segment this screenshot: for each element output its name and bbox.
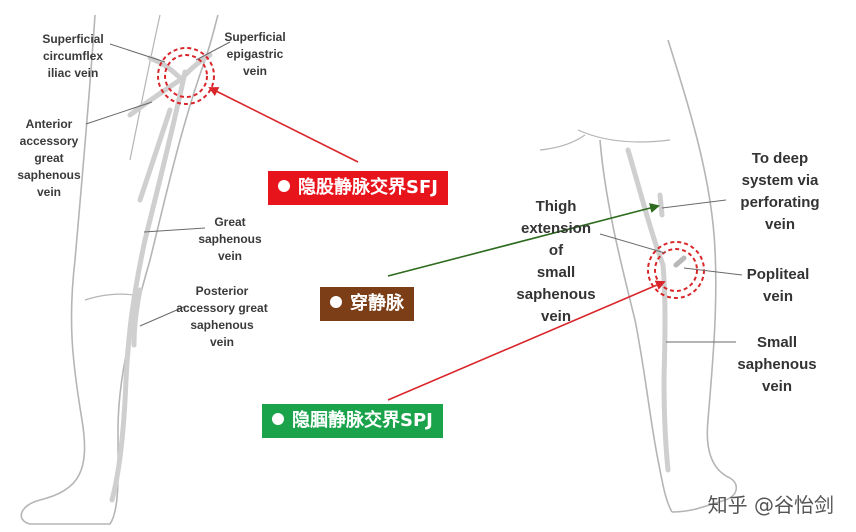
label-posterior-accessory-great-saphenous-vein: Posterior accessory great saphenous vein (176, 284, 268, 349)
label-thigh-extension-small-saphenous-vein: Thigh extension of small saphenous vein (516, 198, 596, 325)
label-small-saphenous-vein: Small saphenous vein (737, 334, 817, 395)
perforator-arrow (387, 203, 660, 277)
spj-arrow (387, 280, 666, 401)
sfj-circle (157, 47, 215, 105)
tag-spj-text: 隐腘静脉交界SPJ (292, 410, 433, 431)
label-to-deep-system-via-perforating-vein: To deep system via perforating vein (740, 150, 820, 233)
label-great-saphenous-vein: Great saphenous vein (198, 215, 262, 263)
tag-perforator: 穿静脉 (320, 287, 414, 321)
leader-lines (85, 41, 743, 343)
right-leg-posterior (539, 39, 738, 513)
left-leg-veins (109, 52, 213, 503)
tag-bullet-icon (278, 180, 290, 192)
label-superficial-circumflex-iliac-vein: Superficial circumflex iliac vein (42, 32, 104, 80)
right-leg-veins (625, 147, 687, 473)
tag-bullet-icon (272, 413, 284, 425)
tag-perforator-text: 穿静脉 (350, 293, 404, 314)
label-popliteal-vein: Popliteal vein (746, 266, 810, 305)
tag-sfj: 隐股静脉交界SFJ (268, 171, 448, 205)
watermark: 知乎 @谷怡剑 (707, 493, 834, 517)
tag-sfj-text: 隐股静脉交界SFJ (298, 177, 438, 198)
tag-bullet-icon (330, 296, 342, 308)
label-anterior-accessory-great-saphenous-vein: Anterior accessory great saphenous vein (17, 117, 81, 199)
tag-spj: 隐腘静脉交界SPJ (262, 404, 443, 438)
sfj-arrow (208, 87, 359, 163)
label-superficial-epigastric-vein: Superficial epigastric vein (224, 30, 286, 78)
